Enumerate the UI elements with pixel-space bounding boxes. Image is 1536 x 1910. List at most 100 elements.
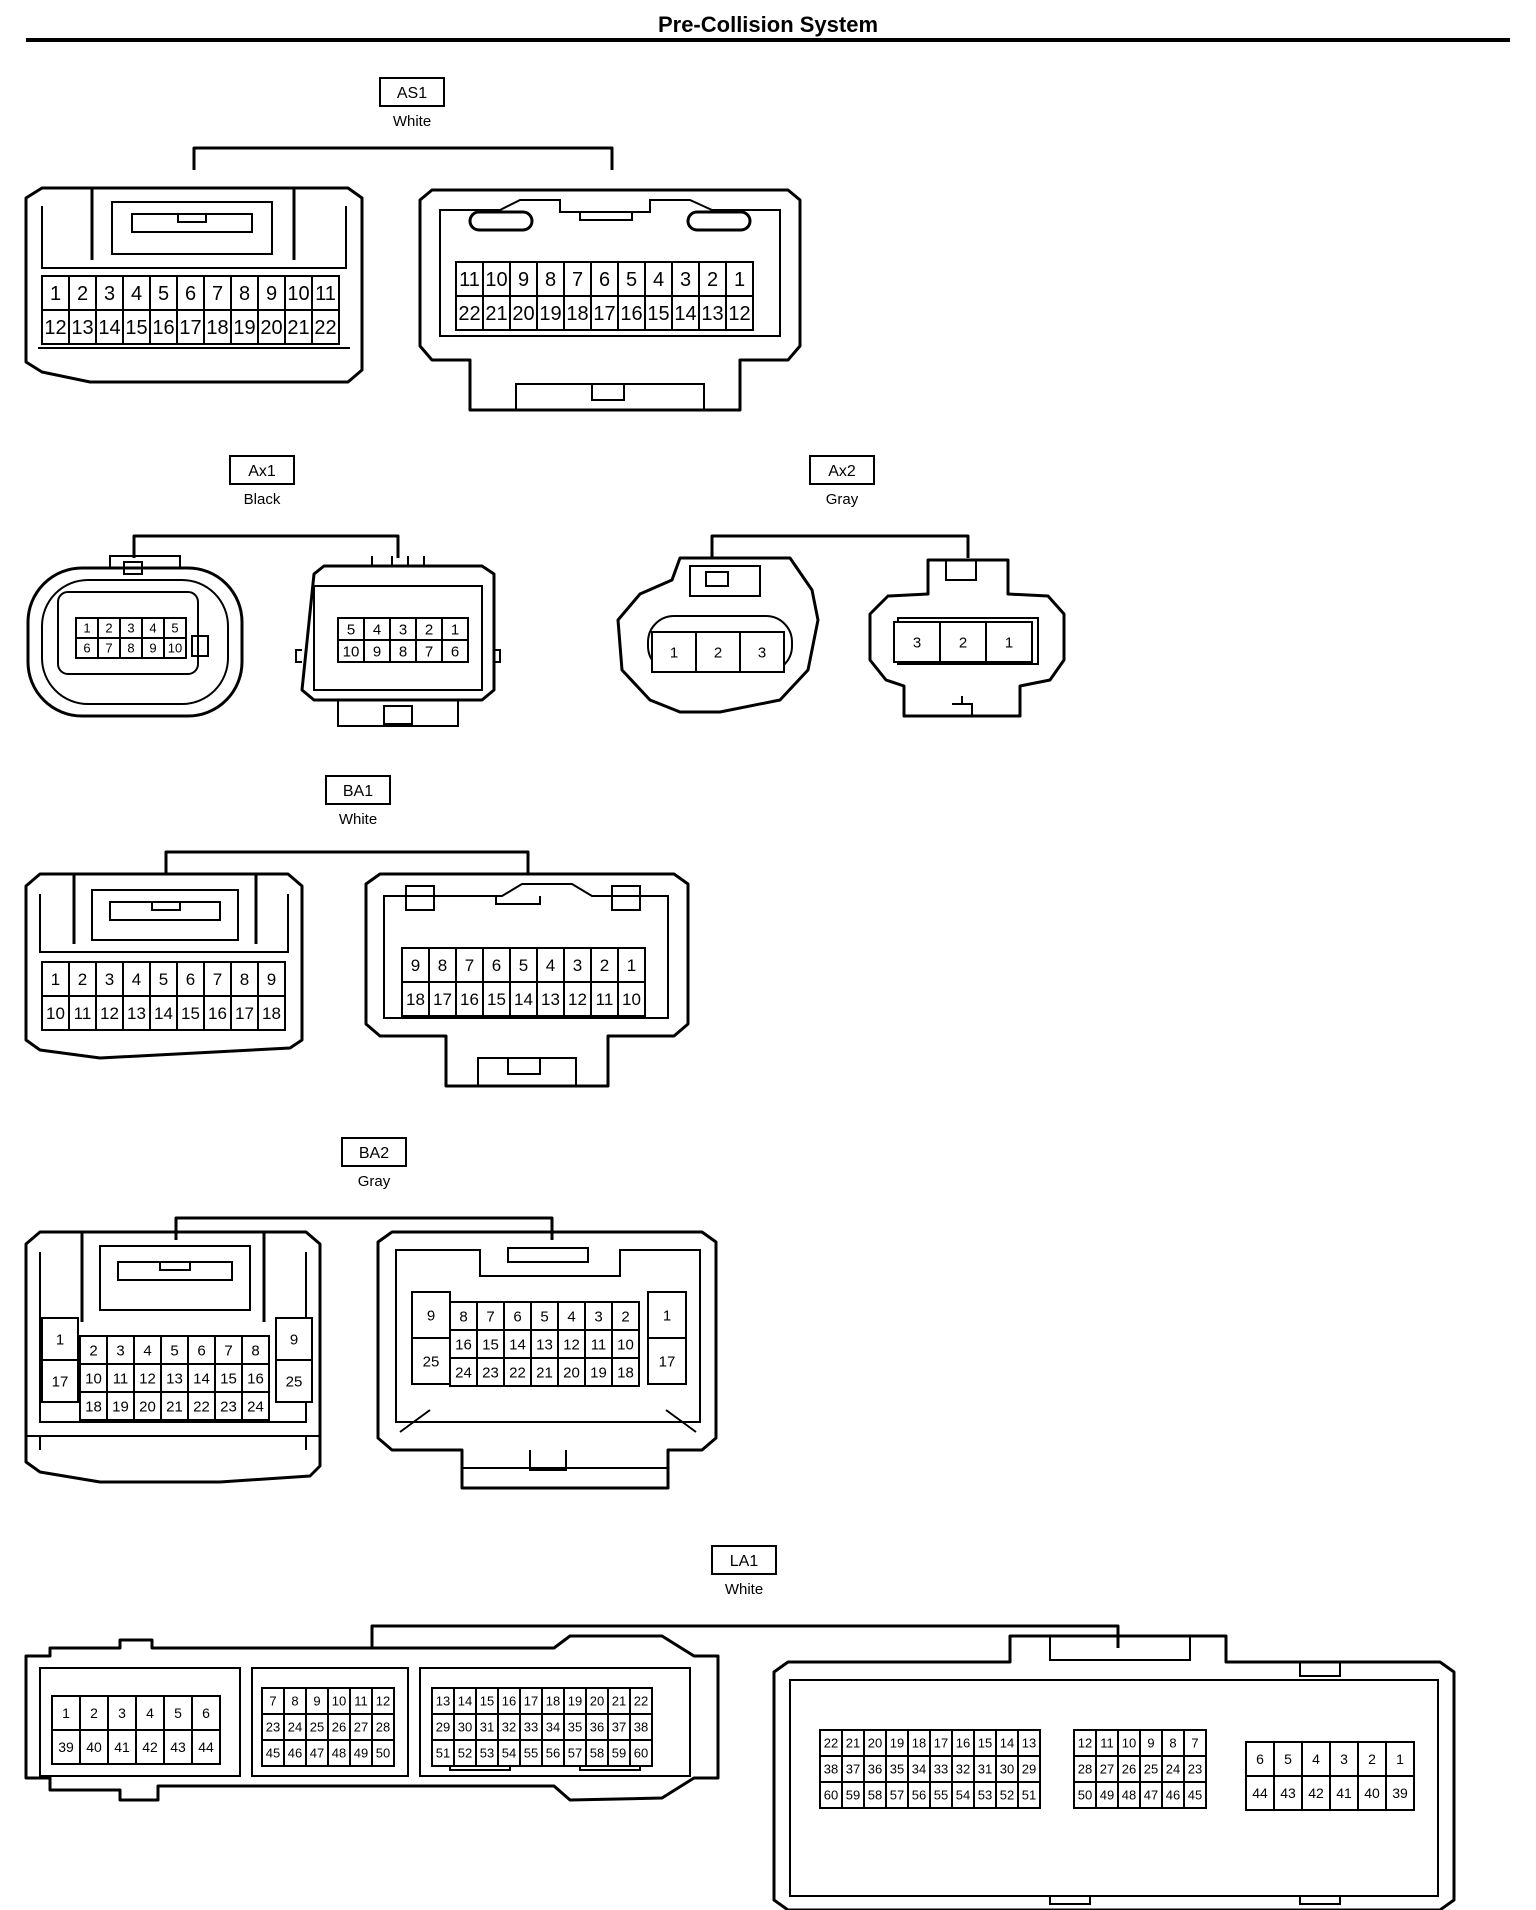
pin-cavity: 39 bbox=[51, 1729, 81, 1765]
pin-number: 44 bbox=[1252, 1785, 1268, 1801]
pin-cavity: 18 bbox=[611, 1357, 640, 1387]
pin-number: 6 bbox=[83, 641, 90, 656]
pin-cavity: 11 bbox=[590, 981, 619, 1017]
pin-cavity: 12 bbox=[1073, 1729, 1097, 1757]
pin-cavity: 22 bbox=[819, 1729, 843, 1757]
pin-number: 16 bbox=[956, 1736, 970, 1751]
pin-number: 12 bbox=[376, 1694, 390, 1709]
pin-number: 17 bbox=[524, 1694, 538, 1709]
pin-cavity: 34 bbox=[907, 1755, 931, 1783]
pin-number: 46 bbox=[288, 1746, 302, 1761]
pin-number: 23 bbox=[1188, 1762, 1202, 1777]
pin-cavity: 6 bbox=[441, 639, 469, 663]
pin-cavity: 53 bbox=[973, 1781, 997, 1809]
pin-number: 18 bbox=[617, 1364, 634, 1381]
pin-number: 17 bbox=[235, 1004, 254, 1023]
pin-cavity: 41 bbox=[107, 1729, 137, 1765]
pin-cavity: 29 bbox=[1017, 1755, 1041, 1783]
pin-number: 21 bbox=[485, 303, 507, 325]
pin-cavity: 59 bbox=[841, 1781, 865, 1809]
pin-number: 2 bbox=[1368, 1751, 1376, 1767]
pin-number: 4 bbox=[131, 283, 142, 305]
pin-number: 13 bbox=[536, 1336, 553, 1353]
pin-number: 4 bbox=[149, 621, 156, 636]
pin-cavity: 15 bbox=[214, 1363, 243, 1393]
pin-number: 18 bbox=[206, 317, 228, 339]
pin-cavity: 58 bbox=[585, 1739, 609, 1767]
pin-number: 21 bbox=[536, 1364, 553, 1381]
pin-number: 8 bbox=[459, 1308, 467, 1325]
ba1-rear-housing bbox=[364, 872, 690, 1088]
pin-number: 10 bbox=[85, 1370, 102, 1387]
pin-cavity: 48 bbox=[1117, 1781, 1141, 1809]
pin-cavity: 1 bbox=[41, 961, 70, 997]
pin-cavity: 4 bbox=[141, 617, 165, 639]
pin-cavity: 8 bbox=[449, 1301, 478, 1331]
pin-cavity: 1 bbox=[985, 621, 1033, 663]
pin-number: 17 bbox=[659, 1353, 676, 1370]
pin-number: 11 bbox=[113, 1370, 129, 1387]
ba1-label-box bbox=[325, 775, 391, 805]
pin-number: 49 bbox=[354, 1746, 368, 1761]
pin-number: 16 bbox=[247, 1370, 264, 1387]
pin-cavity: 17 bbox=[41, 1359, 79, 1403]
pin-cavity: 10 bbox=[611, 1329, 640, 1359]
pin-cavity: 48 bbox=[327, 1739, 351, 1767]
pin-number: 57 bbox=[890, 1788, 904, 1803]
pin-number: 9 bbox=[313, 1694, 320, 1709]
pin-cavity: 11 bbox=[349, 1687, 373, 1715]
pin-number: 10 bbox=[46, 1004, 65, 1023]
pin-number: 16 bbox=[455, 1336, 472, 1353]
ba2-rear-housing bbox=[376, 1230, 718, 1490]
pin-cavity: 23 bbox=[261, 1713, 285, 1741]
pin-cavity: 30 bbox=[995, 1755, 1019, 1783]
pin-number: 7 bbox=[425, 643, 433, 660]
page-title: Pre-Collision System bbox=[657, 12, 879, 37]
pin-cavity: 5 bbox=[149, 961, 178, 997]
pin-number: 3 bbox=[118, 1705, 126, 1721]
pin-number: 24 bbox=[288, 1720, 302, 1735]
pin-cavity: 32 bbox=[951, 1755, 975, 1783]
pin-cavity: 19 bbox=[584, 1357, 613, 1387]
pin-cavity: 21 bbox=[530, 1357, 559, 1387]
pin-cavity: 5 bbox=[163, 1695, 193, 1731]
pin-number: 1 bbox=[670, 644, 678, 661]
pin-number: 13 bbox=[436, 1694, 450, 1709]
pin-cavity: 16 bbox=[203, 995, 232, 1031]
connector-labels: AS1WhiteAx1BlackAx2GrayBA1WhiteBA2GrayLA… bbox=[132, 77, 1120, 1648]
pin-cavity: 17 bbox=[230, 995, 259, 1031]
pin-cavity: 20 bbox=[509, 295, 538, 331]
pin-cavity: 3 bbox=[739, 631, 785, 673]
pin-cavity: 5 bbox=[163, 617, 187, 639]
pin-cavity: 3 bbox=[671, 261, 700, 297]
pin-number: 49 bbox=[1100, 1788, 1114, 1803]
pin-number: 5 bbox=[519, 956, 528, 975]
pin-cavity: 3 bbox=[1329, 1741, 1359, 1777]
pin-cavity: 8 bbox=[389, 639, 417, 663]
pin-number: 22 bbox=[824, 1736, 838, 1751]
pin-cavity: 52 bbox=[453, 1739, 477, 1767]
pin-number: 14 bbox=[514, 990, 533, 1009]
pin-number: 2 bbox=[600, 956, 609, 975]
pin-cavity: 4 bbox=[135, 1695, 165, 1731]
pin-number: 13 bbox=[701, 303, 723, 325]
pin-number: 17 bbox=[433, 990, 452, 1009]
pin-cavity: 9 bbox=[1139, 1729, 1163, 1757]
pin-number: 52 bbox=[1000, 1788, 1014, 1803]
pin-cavity: 7 bbox=[97, 637, 121, 659]
pin-cavity: 12 bbox=[41, 309, 70, 345]
pin-number: 37 bbox=[612, 1720, 626, 1735]
pin-number: 5 bbox=[540, 1308, 548, 1325]
pin-number: 11 bbox=[315, 283, 336, 305]
ba2-connector-code: BA2 bbox=[359, 1145, 389, 1162]
pin-number: 39 bbox=[58, 1739, 74, 1755]
pin-number: 6 bbox=[185, 283, 196, 305]
pin-cavity: 10 bbox=[41, 995, 70, 1031]
pin-cavity: 11 bbox=[1095, 1729, 1119, 1757]
pin-cavity: 13 bbox=[530, 1329, 559, 1359]
